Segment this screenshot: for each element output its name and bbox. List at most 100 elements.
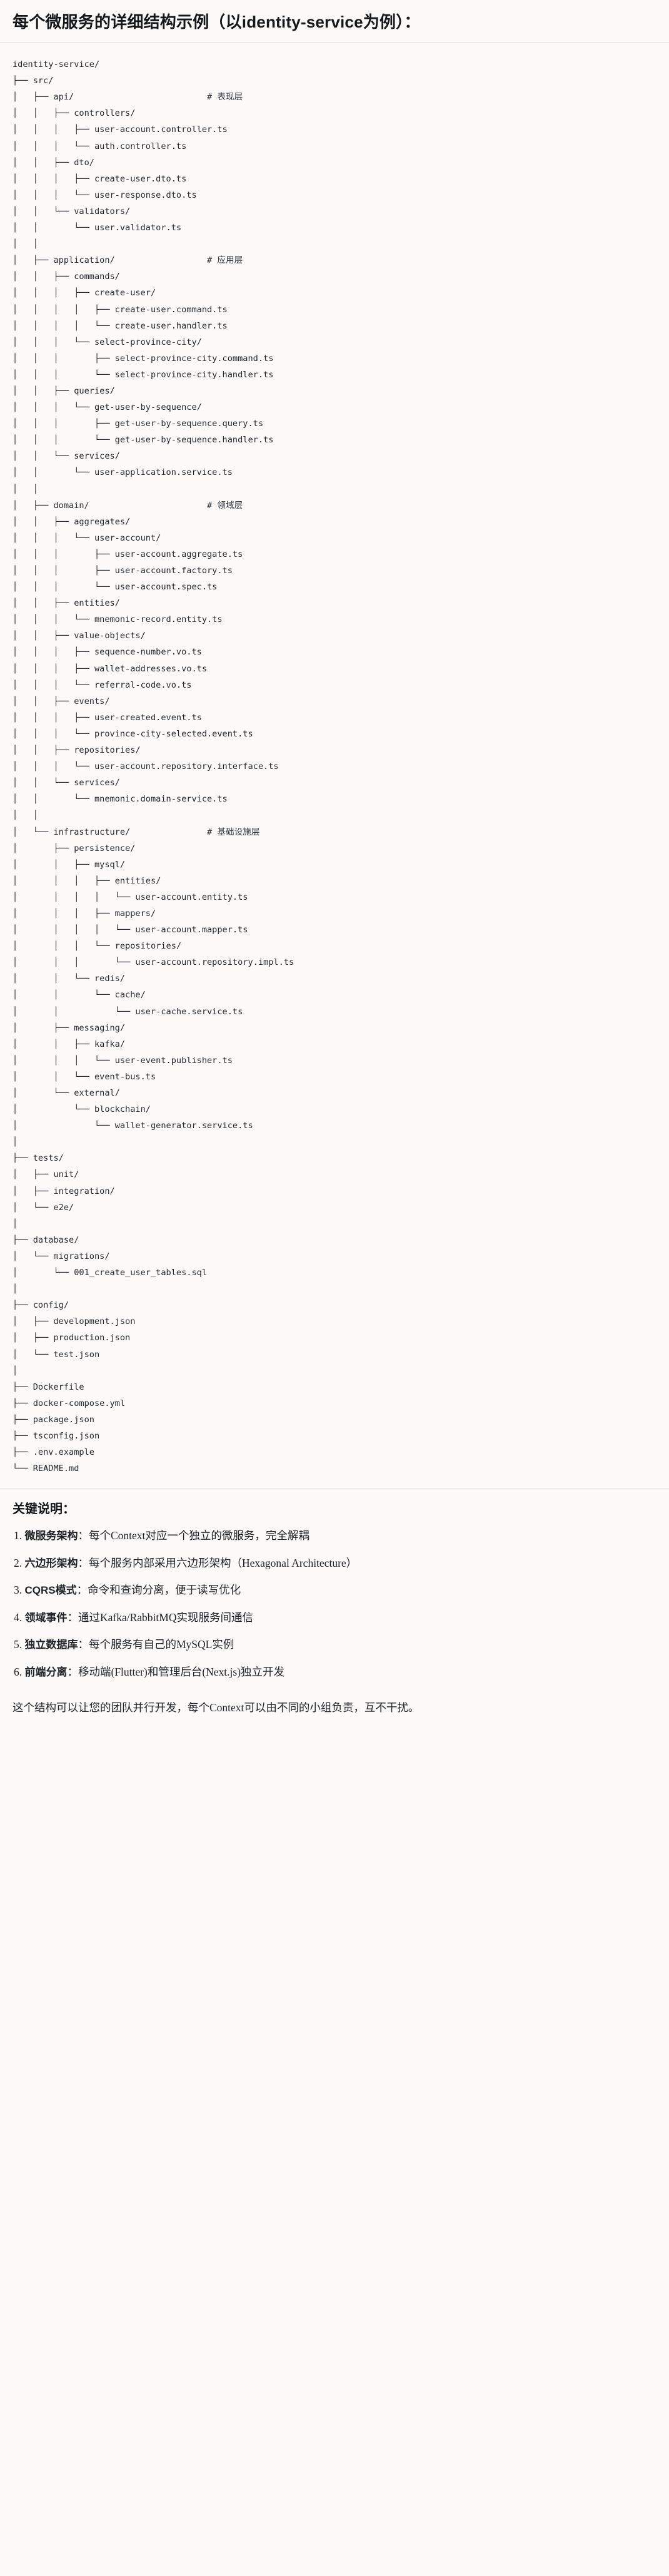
tree-line: │ └── external/ bbox=[13, 1088, 120, 1098]
tree-line-path: │ └── external/ bbox=[13, 1088, 120, 1098]
tree-line: │ │ │ └── user-account.spec.ts bbox=[13, 582, 217, 592]
tree-line-path: │ ├── messaging/ bbox=[13, 1022, 126, 1033]
tree-line: │ ├── development.json bbox=[13, 1316, 135, 1326]
tree-line: │ │ ├── aggregates/ bbox=[13, 517, 130, 527]
tree-line: │ │ │ ├── entities/ bbox=[13, 876, 161, 886]
tree-line-path: │ │ │ │ └── create-user.handler.ts bbox=[13, 320, 228, 331]
tree-line-path: │ │ ├── repositories/ bbox=[13, 745, 141, 756]
tree-line-path: │ │ ├── entities/ bbox=[13, 598, 120, 609]
tree-line: ├── config/ bbox=[13, 1300, 69, 1310]
tree-line: │ └── migrations/ bbox=[13, 1251, 110, 1261]
tree-line: │ │ └── cache/ bbox=[13, 990, 146, 1000]
tree-line-path: │ │ └── user.validator.ts bbox=[13, 223, 182, 233]
tree-line-path: identity-service/ bbox=[13, 59, 100, 70]
tree-line: │ ├── integration/ bbox=[13, 1186, 115, 1196]
tree-line-path: │ │ ├── queries/ bbox=[13, 385, 115, 396]
tree-line: │ │ └── user-application.service.ts bbox=[13, 467, 233, 477]
tree-line-path: │ └── 001_create_user_tables.sql bbox=[13, 1268, 207, 1278]
tree-line-path: │ │ └── services/ bbox=[13, 451, 120, 462]
tree-line-path: │ bbox=[13, 1365, 18, 1376]
tree-line-path: │ │ └── mnemonic.domain-service.ts bbox=[13, 794, 228, 805]
tree-line: │ │ └── user.validator.ts bbox=[13, 223, 181, 233]
tree-line: │ │ │ │ └── user-account.mapper.ts bbox=[13, 925, 248, 935]
tree-line: │ │ └── redis/ bbox=[13, 974, 125, 984]
tree-line-path: │ └── blockchain/ bbox=[13, 1104, 151, 1115]
tree-line-path: │ │ │ └── user-account.spec.ts bbox=[13, 582, 218, 593]
tree-line: │ │ │ ├── sequence-number.vo.ts bbox=[13, 647, 202, 657]
key-point-item: 六边形架构：每个服务内部采用六边形架构（Hexagonal Architectu… bbox=[13, 1555, 656, 1572]
key-point-term: 领域事件 bbox=[24, 1611, 68, 1624]
tree-line: │ └── e2e/ bbox=[13, 1203, 74, 1213]
tree-line: │ │ └── services/ bbox=[13, 778, 120, 788]
tree-line: │ │ │ └── repositories/ bbox=[13, 941, 181, 951]
tree-line-path: │ │ │ └── get-user-by-sequence.handler.t… bbox=[13, 435, 274, 445]
tree-line-path: │ │ │ └── user-account.repository.impl.t… bbox=[13, 957, 294, 968]
tree-line-path: │ │ │ ├── entities/ bbox=[13, 875, 161, 886]
key-point-separator: ： bbox=[78, 1638, 89, 1651]
key-point-item: CQRS模式：命令和查询分离，便于读写优化 bbox=[13, 1582, 656, 1599]
tree-line: │ │ └── user-cache.service.ts bbox=[13, 1007, 243, 1017]
tree-line: │ └── infrastructure/ # 基础设施层 bbox=[13, 827, 259, 837]
tree-line: │ │ │ ├── create-user.dto.ts bbox=[13, 174, 186, 184]
tree-line: │ │ ├── kafka/ bbox=[13, 1039, 125, 1049]
key-point-description: 每个服务内部采用六边形架构（Hexagonal Architecture） bbox=[89, 1556, 358, 1569]
tree-line: │ bbox=[13, 1284, 18, 1294]
tree-line-path: │ │ │ └── mnemonic-record.entity.ts bbox=[13, 614, 223, 625]
key-point-item: 前端分离：移动端(Flutter)和管理后台(Next.js)独立开发 bbox=[13, 1664, 656, 1681]
tree-line: │ │ │ ├── user-account.controller.ts bbox=[13, 125, 228, 135]
tree-line: │ │ │ ├── mappers/ bbox=[13, 909, 156, 919]
tree-line-gap bbox=[130, 827, 207, 837]
tree-line-path: │ └── migrations/ bbox=[13, 1251, 110, 1261]
tree-line-path: │ │ └── event-bus.ts bbox=[13, 1071, 156, 1082]
tree-line-path: │ │ │ └── auth.controller.ts bbox=[13, 141, 187, 151]
tree-line: │ │ │ ├── create-user/ bbox=[13, 288, 156, 298]
tree-line-path: │ │ │ ├── select-province-city.command.t… bbox=[13, 353, 274, 364]
tree-line: │ │ │ └── referral-code.vo.ts bbox=[13, 680, 191, 690]
tree-line-path: ├── Dockerfile bbox=[13, 1382, 84, 1392]
tree-line-path: │ bbox=[13, 1284, 18, 1295]
tree-line: identity-service/ bbox=[13, 59, 99, 69]
tree-line-comment: # 应用层 bbox=[207, 255, 243, 266]
tree-line-path: │ │ └── services/ bbox=[13, 778, 120, 788]
tree-line: │ │ ├── mysql/ bbox=[13, 860, 125, 870]
tree-line: │ │ │ └── user-response.dto.ts bbox=[13, 190, 197, 200]
tree-line: │ ├── persistence/ bbox=[13, 843, 135, 853]
tree-line: │ │ │ └── select-province-city.handler.t… bbox=[13, 370, 273, 380]
tree-line: │ │ │ └── user-event.publisher.ts bbox=[13, 1056, 233, 1066]
key-point-item: 领域事件：通过Kafka/RabbitMQ实现服务间通信 bbox=[13, 1609, 656, 1626]
tree-line-path: │ │ bbox=[13, 239, 38, 250]
key-point-description: 每个Context对应一个独立的微服务，完全解耦 bbox=[89, 1529, 309, 1542]
tree-line-path: │ │ │ ├── user-created.event.ts bbox=[13, 712, 202, 723]
tree-line: ├── database/ bbox=[13, 1235, 79, 1245]
tree-line-path: │ │ ├── kafka/ bbox=[13, 1039, 126, 1049]
tree-line: │ │ ├── controllers/ bbox=[13, 108, 135, 118]
tree-line: │ │ └── services/ bbox=[13, 451, 120, 461]
tree-line: │ │ │ ├── user-account.aggregate.ts bbox=[13, 549, 243, 559]
tree-line: │ │ ├── dto/ bbox=[13, 158, 94, 168]
tree-line: │ │ │ └── user-account/ bbox=[13, 533, 161, 543]
tree-line: │ │ │ └── select-province-city/ bbox=[13, 337, 202, 347]
key-point-separator: ： bbox=[76, 1584, 88, 1597]
tree-line-path: │ └── test.json bbox=[13, 1349, 100, 1360]
key-points-list: 微服务架构：每个Context对应一个独立的微服务，完全解耦六边形架构：每个服务… bbox=[13, 1527, 656, 1680]
tree-line-path: │ │ │ └── select-province-city.handler.t… bbox=[13, 369, 274, 380]
tree-line-path: │ │ └── redis/ bbox=[13, 974, 126, 984]
tree-line: │ │ │ └── auth.controller.ts bbox=[13, 141, 186, 151]
tree-line: │ │ ├── commands/ bbox=[13, 272, 120, 282]
tree-line: │ └── blockchain/ bbox=[13, 1104, 151, 1114]
tree-line-path: │ │ └── user-application.service.ts bbox=[13, 467, 233, 478]
tree-line: │ │ ├── entities/ bbox=[13, 598, 120, 608]
tree-line-path: │ │ ├── aggregates/ bbox=[13, 516, 131, 527]
tree-line-path: ├── tests/ bbox=[13, 1153, 64, 1164]
tree-line: │ │ │ │ └── user-account.entity.ts bbox=[13, 892, 248, 902]
document-page: 每个微服务的详细结构示例（以identity-service为例）： ident… bbox=[0, 0, 669, 1729]
tree-line: ├── tsconfig.json bbox=[13, 1431, 99, 1441]
key-point-separator: ： bbox=[67, 1665, 79, 1678]
tree-line-path: │ └── wallet-generator.service.ts bbox=[13, 1121, 253, 1131]
tree-line-path: │ │ ├── commands/ bbox=[13, 272, 120, 282]
tree-line-path: │ │ ├── dto/ bbox=[13, 157, 94, 168]
tree-line: │ ├── unit/ bbox=[13, 1169, 79, 1179]
page-title: 每个微服务的详细结构示例（以identity-service为例）： bbox=[0, 0, 669, 43]
tree-line-path: │ │ bbox=[13, 484, 38, 494]
tree-line-path: │ │ ├── events/ bbox=[13, 696, 110, 706]
